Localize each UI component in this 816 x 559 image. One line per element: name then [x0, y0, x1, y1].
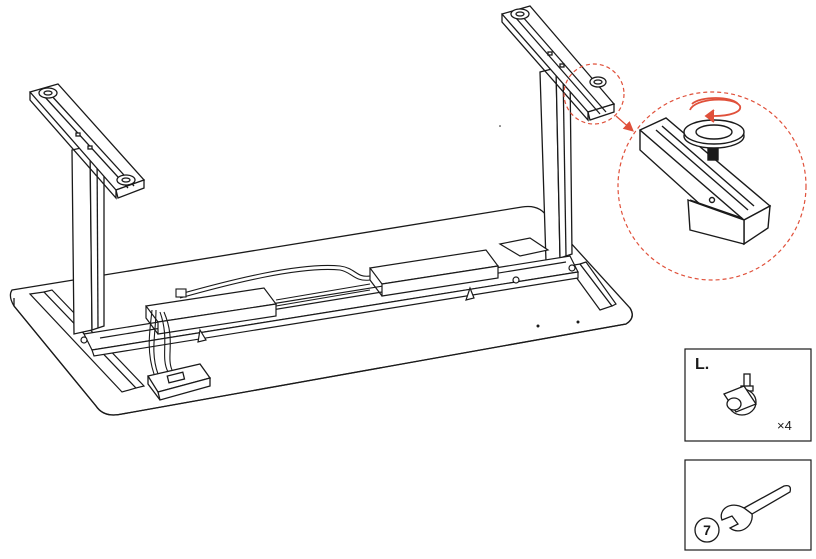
- callout-arrow: [616, 116, 632, 130]
- left-leg-column: [72, 146, 104, 334]
- tool-number: 7: [703, 522, 711, 538]
- parts-box-wrench: 7: [685, 460, 811, 550]
- caster-quantity: ×4: [777, 418, 792, 433]
- parts-box-caster: L. ×4: [685, 349, 811, 441]
- part-letter: L.: [695, 356, 709, 373]
